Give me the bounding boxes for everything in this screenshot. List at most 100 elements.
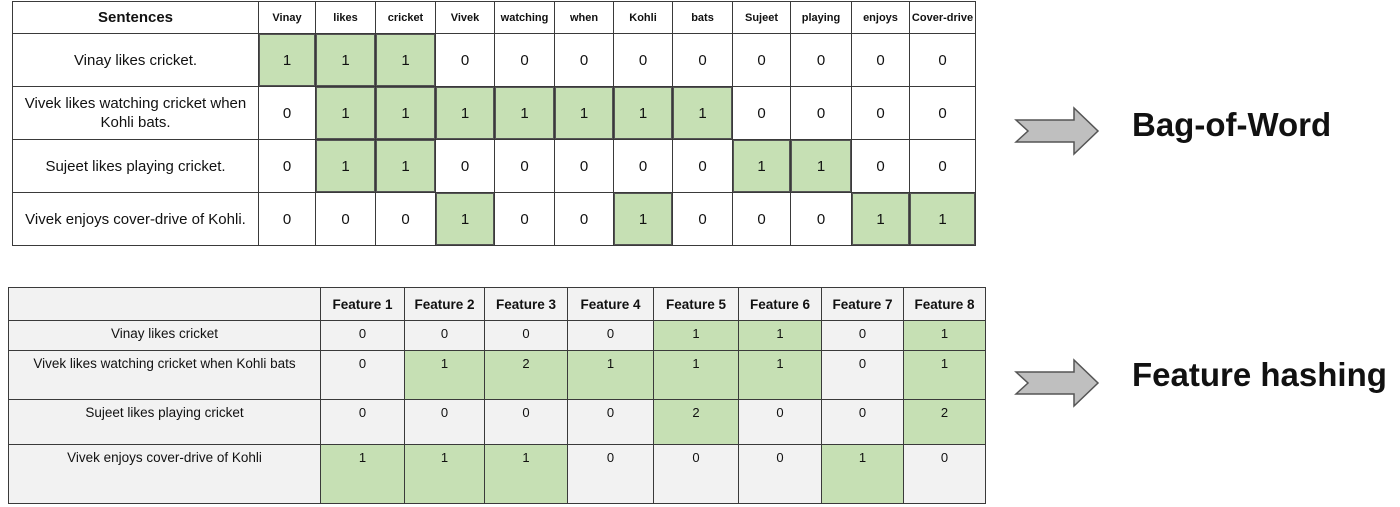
- feature-hashing-label: Feature hashing: [1132, 356, 1387, 393]
- bow-value-cell: 0: [732, 86, 791, 140]
- fh-sentence-cell: Vinay likes cricket: [8, 320, 321, 351]
- bag-of-word-label: Bag-of-Word: [1132, 106, 1332, 143]
- bow-row: Vivek likes watching cricket when Kohli …: [12, 86, 976, 140]
- fh-value-cell: 1: [903, 320, 986, 351]
- bow-value-cell: 0: [909, 33, 976, 87]
- fh-value-cell: 0: [738, 399, 822, 445]
- bow-value-cell: 0: [851, 86, 910, 140]
- fh-value-cell: 1: [653, 320, 739, 351]
- fh-column-header: Feature 7: [821, 287, 904, 321]
- bow-column-header: playing: [790, 1, 852, 34]
- bow-column-header: enjoys: [851, 1, 910, 34]
- fh-corner-header: [8, 287, 321, 321]
- bow-value-cell: 0: [672, 192, 733, 246]
- bow-value-cell: 1: [315, 86, 376, 140]
- bow-value-cell: 0: [494, 192, 555, 246]
- fh-value-cell: 2: [903, 399, 986, 445]
- bow-value-cell: 0: [494, 139, 555, 193]
- fh-value-cell: 1: [567, 350, 654, 400]
- bow-value-cell: 1: [613, 192, 673, 246]
- fh-value-cell: 0: [320, 399, 405, 445]
- bow-value-cell: 1: [315, 33, 376, 87]
- bow-value-cell: 0: [909, 139, 976, 193]
- fh-column-header: Feature 2: [404, 287, 485, 321]
- bow-value-cell: 0: [258, 139, 316, 193]
- fh-value-cell: 1: [320, 444, 405, 504]
- bow-value-cell: 0: [435, 33, 495, 87]
- bow-value-cell: 1: [375, 139, 436, 193]
- bow-column-header: likes: [315, 1, 376, 34]
- bow-value-cell: 0: [554, 139, 614, 193]
- bow-value-cell: 1: [375, 33, 436, 87]
- fh-value-cell: 0: [567, 444, 654, 504]
- fh-value-cell: 0: [404, 320, 485, 351]
- bow-sentence-cell: Vivek likes watching cricket when Kohli …: [12, 86, 259, 140]
- bow-value-cell: 0: [851, 33, 910, 87]
- fh-value-cell: 0: [484, 320, 568, 351]
- fh-sentence-cell: Vivek enjoys cover-drive of Kohli: [8, 444, 321, 504]
- bow-value-cell: 1: [613, 86, 673, 140]
- bow-value-cell: 0: [315, 192, 376, 246]
- bow-value-cell: 0: [732, 33, 791, 87]
- bow-value-cell: 0: [672, 33, 733, 87]
- fh-value-cell: 0: [320, 320, 405, 351]
- bow-value-cell: 0: [672, 139, 733, 193]
- fh-column-header: Feature 4: [567, 287, 654, 321]
- fh-value-cell: 2: [484, 350, 568, 400]
- bow-value-cell: 0: [790, 192, 852, 246]
- bow-value-cell: 0: [258, 86, 316, 140]
- bow-column-header: cricket: [375, 1, 436, 34]
- bow-column-header: Sujeet: [732, 1, 791, 34]
- fh-value-cell: 1: [738, 320, 822, 351]
- fh-value-cell: 0: [320, 350, 405, 400]
- fh-value-cell: 0: [567, 399, 654, 445]
- bow-value-cell: 0: [909, 86, 976, 140]
- fh-value-cell: 0: [653, 444, 739, 504]
- bow-column-header: Vinay: [258, 1, 316, 34]
- bow-value-cell: 0: [790, 86, 852, 140]
- bow-column-header: watching: [494, 1, 555, 34]
- bow-value-cell: 0: [732, 192, 791, 246]
- fh-column-header: Feature 3: [484, 287, 568, 321]
- bow-value-cell: 1: [435, 192, 495, 246]
- fh-value-cell: 0: [903, 444, 986, 504]
- bow-value-cell: 0: [258, 192, 316, 246]
- bow-value-cell: 0: [851, 139, 910, 193]
- bow-value-cell: 0: [613, 33, 673, 87]
- fh-row: Vivek likes watching cricket when Kohli …: [8, 350, 986, 400]
- bow-value-cell: 1: [909, 192, 976, 246]
- fh-value-cell: 1: [404, 350, 485, 400]
- bow-value-cell: 0: [494, 33, 555, 87]
- fh-value-cell: 1: [903, 350, 986, 400]
- bow-value-cell: 1: [494, 86, 555, 140]
- fh-column-header: Feature 5: [653, 287, 739, 321]
- fh-value-cell: 1: [484, 444, 568, 504]
- right-arrow-icon: [1014, 358, 1100, 408]
- bow-value-cell: 0: [435, 139, 495, 193]
- fh-value-cell: 0: [567, 320, 654, 351]
- bow-sentence-cell: Vivek enjoys cover-drive of Kohli.: [12, 192, 259, 246]
- bow-value-cell: 0: [790, 33, 852, 87]
- bow-value-cell: 1: [554, 86, 614, 140]
- bow-corner-header: Sentences: [12, 1, 259, 34]
- bow-value-cell: 1: [375, 86, 436, 140]
- bow-value-cell: 1: [732, 139, 791, 193]
- fh-sentence-cell: Vivek likes watching cricket when Kohli …: [8, 350, 321, 400]
- fh-value-cell: 1: [653, 350, 739, 400]
- fh-column-header: Feature 6: [738, 287, 822, 321]
- fh-value-cell: 0: [738, 444, 822, 504]
- fh-value-cell: 0: [821, 399, 904, 445]
- bow-column-header: when: [554, 1, 614, 34]
- bow-value-cell: 1: [258, 33, 316, 87]
- bow-value-cell: 1: [672, 86, 733, 140]
